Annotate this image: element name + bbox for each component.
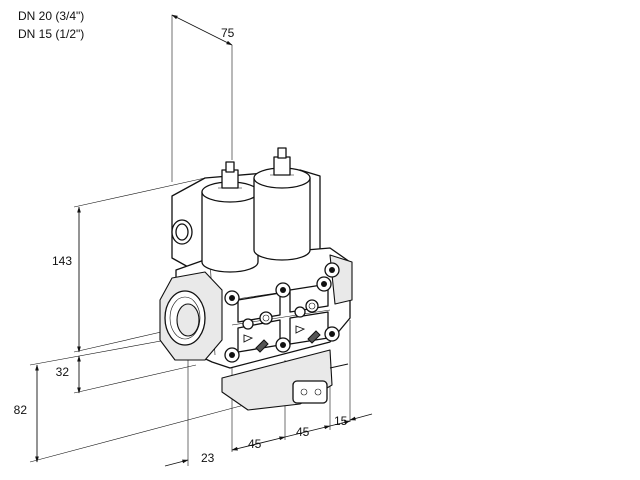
dim-label-82: 82 — [14, 403, 28, 417]
dim-label-45-second: 45 — [296, 425, 310, 439]
inlet-port — [159, 271, 223, 361]
nominal-size-dn20: DN 20 (3/4") — [18, 9, 85, 23]
solenoid-coil-right — [253, 147, 311, 261]
dim-label-45-first: 45 — [248, 437, 262, 451]
nominal-size-dn15: DN 15 (1/2") — [18, 27, 85, 41]
dim-label-15: 15 — [334, 414, 348, 428]
double-solenoid-valve — [159, 147, 353, 411]
dim-label-143: 143 — [52, 254, 72, 268]
dim-label-23: 23 — [201, 451, 215, 465]
screws — [224, 262, 340, 363]
dim-label-32: 32 — [56, 365, 70, 379]
dim-label-75: 75 — [221, 26, 235, 40]
